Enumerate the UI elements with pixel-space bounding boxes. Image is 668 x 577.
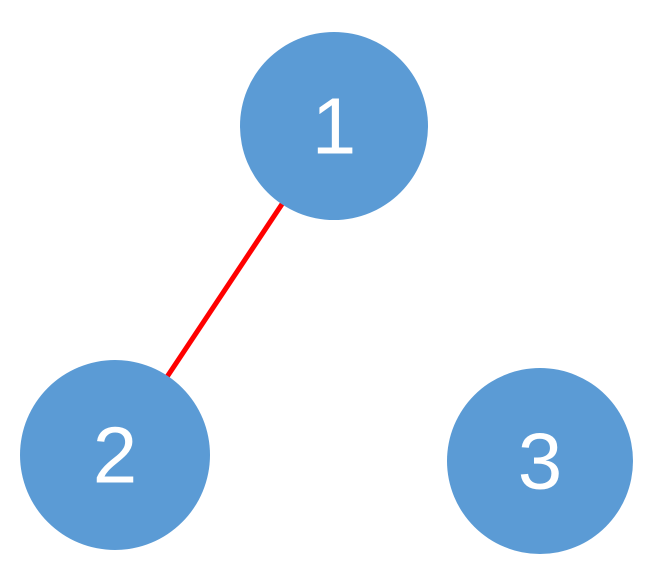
node-circle-1[interactable] [240,32,428,220]
graph-node-2[interactable]: 2 [20,360,210,550]
node-circle-3[interactable] [447,368,633,554]
node-circle-2[interactable] [20,360,210,550]
graph-node-1[interactable]: 1 [240,32,428,220]
graph-node-3[interactable]: 3 [447,368,633,554]
